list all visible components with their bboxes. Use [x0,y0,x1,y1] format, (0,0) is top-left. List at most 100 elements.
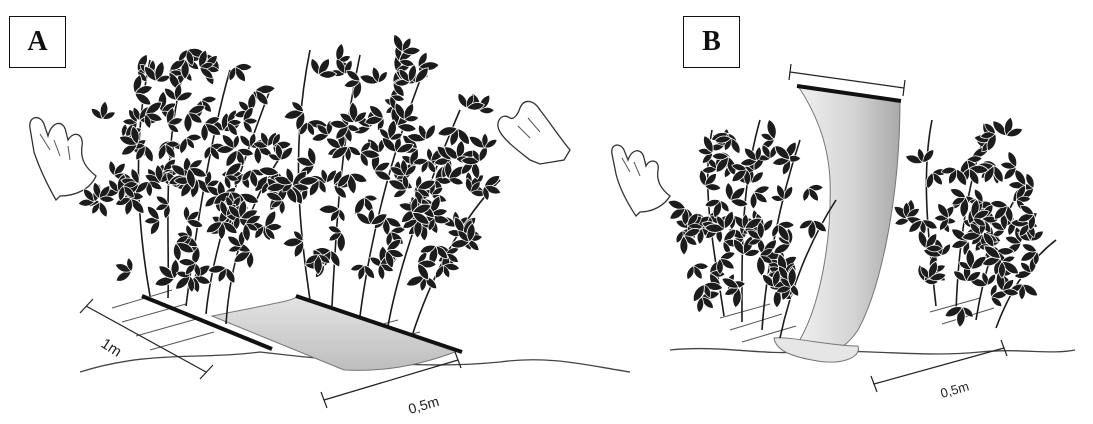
leaf-cluster [998,255,1020,279]
leaf [155,195,169,205]
leaf [419,244,437,254]
leaf [126,257,134,272]
leaf-cluster [117,181,138,202]
leaf-cluster [183,205,204,228]
leaf-cluster [969,271,996,288]
leaf-cluster [697,135,714,164]
leaf-cluster [305,254,331,276]
dimension-0-5m-b [870,339,1008,393]
leaf [925,244,943,253]
leaf [186,219,204,228]
leaf [1025,172,1035,189]
leaf-cluster [444,139,477,161]
leaf-cluster [756,144,778,162]
leaf-cluster [337,172,368,195]
leaf [692,283,705,303]
foliage-b [667,116,1044,329]
dimension-1m-a [79,298,214,380]
leaf [293,230,304,242]
leaf-cluster [350,264,375,281]
leaf-cluster [990,283,1009,307]
leaf [787,266,797,288]
leaf [98,195,115,203]
leaf [721,277,740,289]
leaf-cluster [1020,243,1040,266]
leaf [435,264,445,279]
leaf-cluster [228,63,253,83]
leaf-cluster [291,170,310,206]
panel-b-illustration: 0,5m [611,63,1076,401]
leaf [353,111,367,123]
leaf-cluster [417,251,437,281]
leaf [130,168,140,185]
leaf [176,91,193,102]
leaf-cluster [249,84,276,108]
leaf [167,123,179,133]
leaf-cluster [771,145,791,176]
leaf [207,264,227,274]
leaf-cluster [186,159,208,190]
leaf-cluster [435,263,461,279]
leaf-cluster [979,123,997,152]
leaf-cluster [283,101,306,131]
leaf [331,146,349,160]
leaf-cluster [327,225,346,253]
leaf [377,264,386,281]
leaf-cluster [667,199,690,226]
leaf-cluster [958,248,987,270]
leaf [350,264,365,272]
hand-left-a-lines [39,133,71,161]
leaf [1002,288,1020,297]
leaf [389,133,403,141]
leaf [1019,205,1035,215]
leaf-cluster [143,205,160,236]
leaf [179,137,188,155]
leaf [749,192,758,210]
leaf-cluster [940,166,967,187]
leaf [430,208,448,217]
leaf [183,112,193,134]
leaf-cluster [381,136,415,154]
leaf [247,92,257,113]
leaf-cluster [389,158,417,177]
leaf [766,118,777,141]
leaf-cluster [698,169,722,191]
leaf [751,171,764,184]
leaf-cluster [198,49,214,79]
leaf-cluster [920,260,947,282]
leaf-cluster [355,208,388,226]
leaf-cluster [437,126,470,147]
leaf-cluster [749,185,771,210]
leaf [224,175,232,190]
leaf-cluster [264,210,283,240]
leaf-cluster [144,101,163,129]
leaf [130,125,140,146]
leaf [178,258,196,267]
leaf [354,196,365,216]
leaf [675,230,684,244]
row-bar-right-a [295,294,463,354]
leaf [240,209,259,220]
hand-right-a-lines [517,117,541,139]
leaf [285,167,294,184]
leaf [370,213,388,226]
leaf [134,92,152,106]
leaf [243,120,253,134]
leaf [203,145,211,160]
leaf-cluster [225,148,255,168]
leaf-cluster [770,184,793,202]
leaf-cluster [227,230,246,253]
leaf [679,235,689,256]
leaf-cluster [949,188,970,219]
leaf [756,255,766,277]
leaf [941,243,951,256]
leaf [448,177,464,186]
leaf [944,306,963,318]
leaf-cluster [394,102,420,122]
leaf [966,271,982,282]
leaf-cluster [970,198,990,227]
leaf [667,199,687,210]
leaf-cluster [465,177,487,197]
leaf [437,126,459,137]
leaf [404,165,417,176]
